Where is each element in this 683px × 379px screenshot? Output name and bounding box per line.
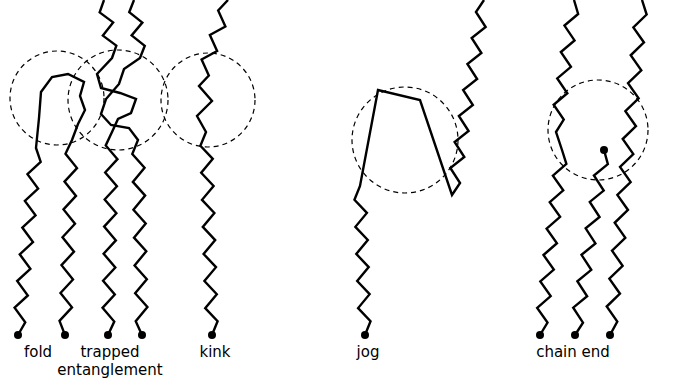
chain-end-dot xyxy=(104,331,112,339)
chain-end-dot xyxy=(600,146,608,154)
defect-label: chain end xyxy=(523,343,623,361)
dashed-circle xyxy=(161,53,255,147)
chains xyxy=(15,0,647,335)
chain-end-dot xyxy=(61,331,69,339)
polymer-chain xyxy=(607,0,647,335)
defect-label: jog xyxy=(343,343,393,361)
polymer-chain xyxy=(354,0,485,335)
chain-end-dot xyxy=(606,331,614,339)
dashed-circle xyxy=(68,50,168,150)
chain-end-dot xyxy=(361,331,369,339)
polymer-chain xyxy=(15,74,85,335)
polymer-chain xyxy=(97,0,136,335)
defect-label: kink xyxy=(185,343,245,361)
polymer-chain xyxy=(573,150,608,335)
chain-end-dots xyxy=(14,146,614,339)
polymer-chain xyxy=(197,0,228,335)
defect-label: trapped entanglement xyxy=(52,343,168,379)
chain-end-dot xyxy=(138,331,146,339)
chain-end-dot xyxy=(14,331,22,339)
dashed-circle xyxy=(10,51,104,145)
chain-end-dot xyxy=(536,331,544,339)
chain-end-dot xyxy=(208,331,216,339)
polymer-chain xyxy=(537,0,578,335)
polymer-chain xyxy=(101,0,147,335)
chain-end-dot xyxy=(571,331,579,339)
defect-label: fold xyxy=(8,343,68,361)
